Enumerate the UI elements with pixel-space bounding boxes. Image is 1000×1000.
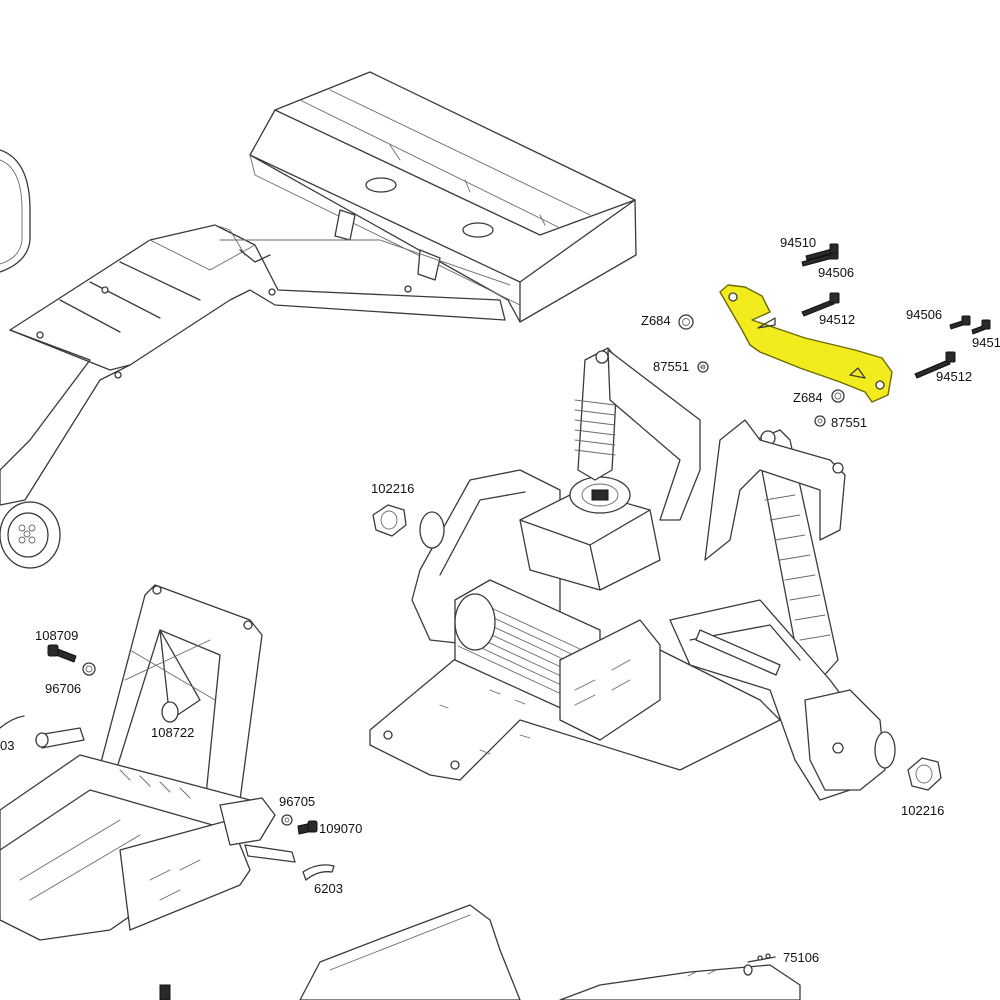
label-z684-a: Z684 — [641, 313, 671, 328]
rear-chassis-assembly — [369, 347, 896, 801]
label-108709: 108709 — [35, 628, 78, 643]
hex-nut-102216-b — [907, 757, 942, 791]
lower-body-panel — [159, 904, 801, 1000]
label-109070: 109070 — [319, 821, 362, 836]
label-9451x-b: 9451 — [972, 335, 1000, 350]
body-shell-edge — [0, 149, 31, 273]
screw-109070 — [297, 820, 318, 835]
washer-96705 — [281, 814, 293, 826]
label-6203: 6203 — [314, 881, 343, 896]
screw-94510 — [801, 243, 839, 267]
label-94512-b: 94512 — [936, 369, 972, 384]
label-94506-b: 94506 — [906, 307, 942, 322]
label-108722: 108722 — [151, 725, 194, 740]
screw-94506-b — [949, 315, 991, 335]
label-96705: 96705 — [279, 794, 315, 809]
screw-94512-a — [801, 292, 840, 317]
rear-shock-tower-brace — [719, 284, 893, 403]
label-03-cut: 03 — [0, 738, 14, 753]
label-96706: 96706 — [45, 681, 81, 696]
label-z684-b: Z684 — [793, 390, 823, 405]
label-94512-a: 94512 — [819, 312, 855, 327]
hex-nut-102216-a — [372, 504, 407, 537]
label-94506-a: 94506 — [818, 265, 854, 280]
washer-96706 — [82, 662, 96, 676]
rear-wing — [249, 71, 637, 323]
label-102216-a: 102216 — [371, 481, 414, 496]
nut-z684 — [678, 314, 845, 403]
front-chassis-cage — [0, 584, 296, 941]
label-102216-b: 102216 — [901, 803, 944, 818]
pin-6203 — [0, 715, 335, 881]
label-87551-a: 87551 — [653, 359, 689, 374]
label-75106: 75106 — [783, 950, 819, 965]
top-rail — [0, 224, 511, 569]
spacer-108722 — [161, 701, 179, 723]
label-87551-b: 87551 — [831, 415, 867, 430]
label-94510: 94510 — [780, 235, 816, 250]
screw-94512-b — [914, 351, 956, 379]
screw-108709 — [47, 644, 77, 663]
part-labels: 94510 94506 94512 94506 9451 94512 Z684 … — [0, 235, 1000, 965]
